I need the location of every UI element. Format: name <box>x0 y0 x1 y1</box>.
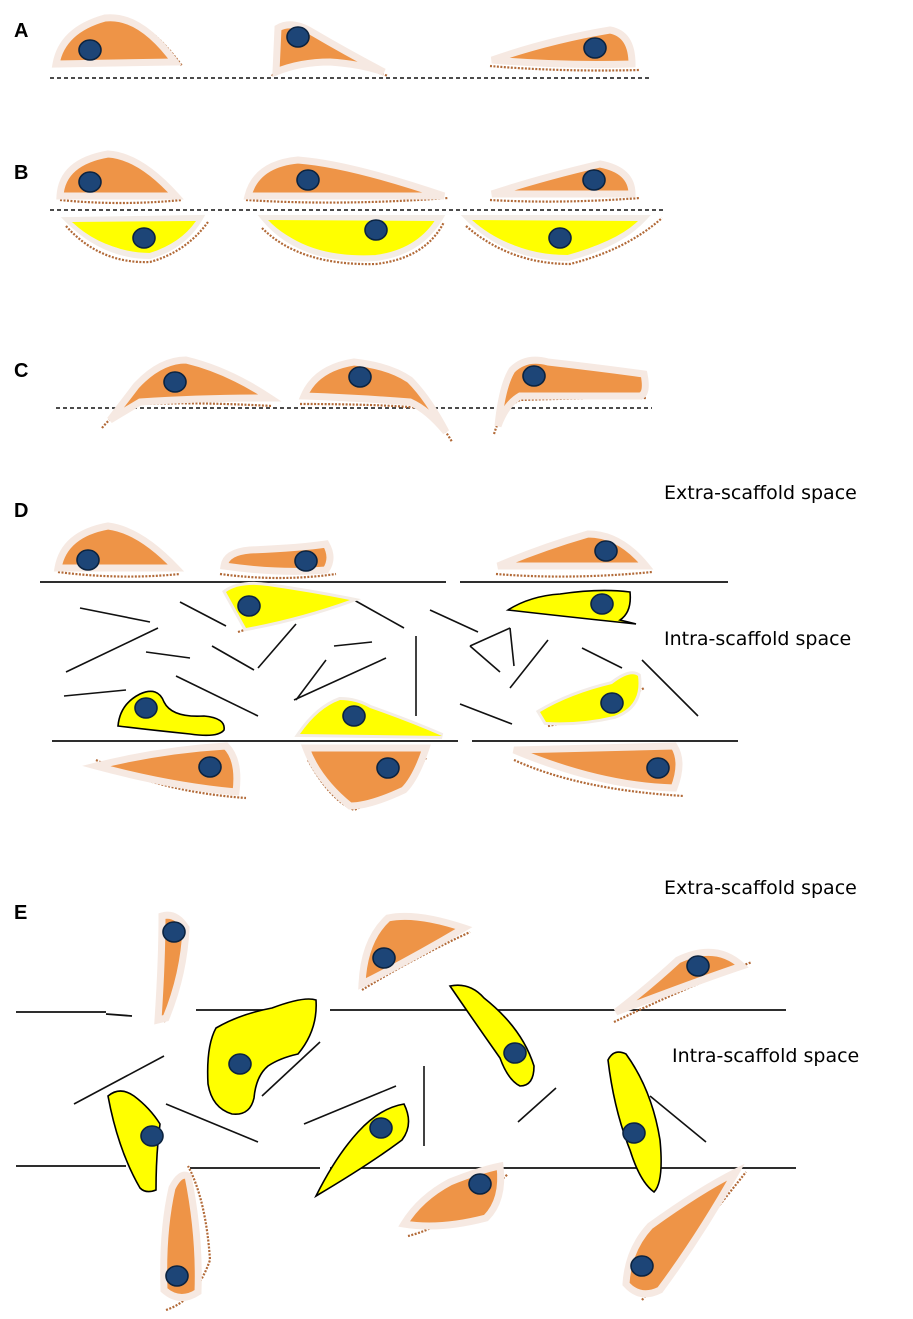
cell-e10 <box>450 985 534 1086</box>
nucleus <box>135 698 157 718</box>
nucleus <box>647 758 669 778</box>
nucleus <box>595 541 617 561</box>
cell-c1 <box>102 360 272 428</box>
nucleus <box>229 1054 251 1074</box>
nucleus <box>141 1126 163 1146</box>
cell-a1 <box>56 18 182 66</box>
nucleus <box>133 228 155 248</box>
nucleus <box>295 551 317 571</box>
nucleus <box>79 172 101 192</box>
nucleus <box>370 1118 392 1138</box>
cell-d3 <box>496 534 652 577</box>
cell-b1 <box>60 154 182 203</box>
nucleus <box>601 693 623 713</box>
nucleus <box>164 372 186 392</box>
nucleus <box>297 170 319 190</box>
cell-e3 <box>614 952 752 1022</box>
nucleus <box>365 220 387 240</box>
panel-d <box>40 526 738 810</box>
nucleus <box>343 706 365 726</box>
cell-e9 <box>316 1104 409 1196</box>
nucleus <box>287 27 309 47</box>
cell-d2 <box>220 544 336 578</box>
nucleus <box>583 170 605 190</box>
cell-e1 <box>158 915 188 1022</box>
cell-a3 <box>490 30 640 71</box>
nucleus <box>349 367 371 387</box>
nucleus <box>523 366 545 386</box>
cell-e8 <box>108 1091 163 1192</box>
cell-d8 <box>540 674 644 726</box>
nucleus <box>166 1266 188 1286</box>
nucleus <box>79 40 101 60</box>
nucleus <box>504 1043 526 1063</box>
nucleus <box>199 757 221 777</box>
cell-b6 <box>466 218 662 264</box>
nucleus <box>163 922 185 942</box>
nucleus <box>549 228 571 248</box>
nucleus <box>377 758 399 778</box>
cell-c2 <box>300 362 452 442</box>
cell-b2 <box>246 160 448 203</box>
panel-e <box>16 915 796 1310</box>
cell-e2 <box>362 916 470 990</box>
cell-b3 <box>490 164 640 202</box>
cell-b5 <box>262 218 444 264</box>
cell-e6 <box>626 1172 746 1300</box>
panel-b <box>50 154 666 264</box>
nucleus <box>77 550 99 570</box>
cell-d7 <box>300 700 442 736</box>
panel-a <box>50 18 652 78</box>
cell-d5 <box>508 590 636 624</box>
cell-a2 <box>272 25 388 76</box>
cell-d4 <box>226 585 354 632</box>
cell-e5 <box>164 1166 210 1310</box>
cell-d10 <box>306 748 426 810</box>
nucleus <box>584 38 606 58</box>
cell-d11 <box>514 746 684 796</box>
cell-e7 <box>208 999 317 1114</box>
cell-c3 <box>494 360 646 434</box>
cell-e4 <box>404 1166 508 1236</box>
nucleus <box>623 1123 645 1143</box>
cell-d1 <box>58 526 180 577</box>
nucleus <box>469 1174 491 1194</box>
nucleus <box>238 596 260 616</box>
cell-b4 <box>66 218 208 262</box>
nucleus <box>373 948 395 968</box>
panel-c <box>56 360 652 442</box>
cell-d6 <box>118 691 224 735</box>
nucleus <box>591 594 613 614</box>
nucleus <box>631 1256 653 1276</box>
nucleus <box>687 956 709 976</box>
scaffold-top-surface <box>106 1014 132 1016</box>
cell-d9 <box>96 746 246 798</box>
cell-e11 <box>608 1052 661 1192</box>
